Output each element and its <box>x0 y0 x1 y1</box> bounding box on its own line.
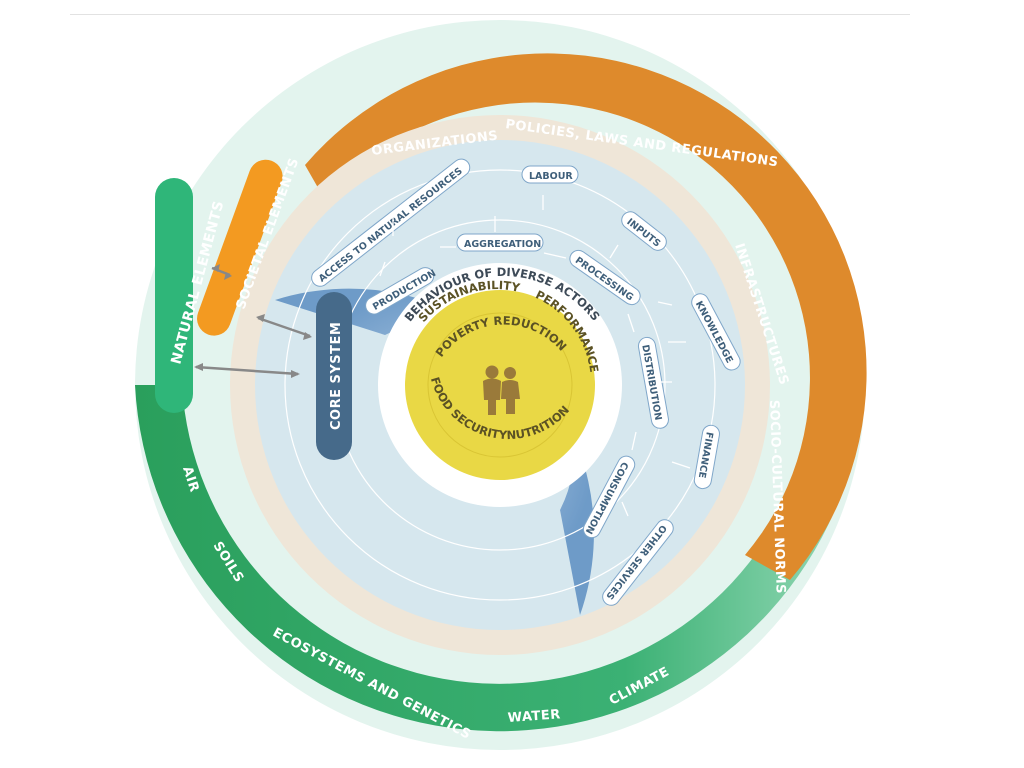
link-arrow-societal-core <box>257 316 311 338</box>
center-inner-ring <box>427 312 573 458</box>
natural-elements-pill <box>155 178 193 413</box>
core-flow-arrows <box>379 195 691 517</box>
svg-text:LABOUR: LABOUR <box>529 171 573 182</box>
societal-item-socio-cultural-norms: SOCIO-CULTURAL NORMS <box>766 400 788 595</box>
arrowhead-2b <box>303 332 312 340</box>
arrowhead-1a <box>212 264 220 272</box>
natural-item-water: WATER <box>507 707 561 726</box>
natural-elements-ring <box>135 385 835 732</box>
people-icon <box>483 365 520 415</box>
core-guide-ring-outer <box>284 169 716 601</box>
arrowhead-2a <box>256 314 265 322</box>
activity-pill-aggregation: AGGREGATION <box>456 233 544 252</box>
resource-pill-finance: FINANCE <box>693 424 720 490</box>
core-system-pill <box>316 292 352 460</box>
top-divider <box>70 14 910 15</box>
societal-elements-pill <box>197 159 283 336</box>
core-system-title: CORE SYSTEM <box>329 322 344 430</box>
societal-elements-ring <box>305 53 867 580</box>
resource-pill-labour: LABOUR <box>521 165 579 184</box>
arrowhead-3b <box>291 370 300 378</box>
arrowhead-1b <box>224 272 232 280</box>
svg-text:AGGREGATION: AGGREGATION <box>464 239 541 250</box>
link-arrow-natural-core <box>195 365 299 376</box>
arrowhead-3a <box>194 363 203 371</box>
